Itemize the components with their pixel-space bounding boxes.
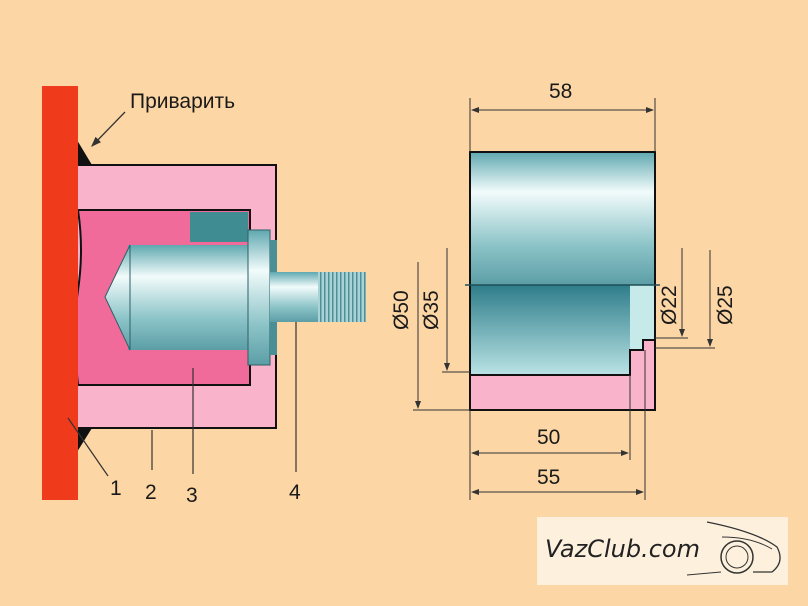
dim-58: 58 (549, 80, 572, 103)
bushing-bore-view (470, 285, 655, 375)
dim-50: 50 (537, 426, 560, 449)
weld-top (77, 140, 92, 165)
weld-bottom (77, 428, 92, 452)
pin-thread (318, 272, 366, 322)
part-label-1: 1 (110, 477, 122, 500)
dim-55: 55 (537, 466, 560, 489)
weld-label: Приварить (130, 90, 235, 113)
bushing-recess (190, 212, 248, 242)
dim-dia-35: Ø35 (420, 290, 443, 330)
logo-text: VazClub.com (545, 535, 700, 563)
part-label-4: 4 (289, 481, 301, 504)
bushing-outer-view (470, 152, 655, 285)
car-logo-icon (686, 521, 781, 576)
pin-shank (270, 272, 318, 322)
dim-dia-25: Ø25 (714, 285, 737, 325)
pin-body (128, 245, 248, 350)
assembly-section: Приварить 1 2 3 4 (42, 86, 366, 507)
bushing-drawing: 58 50 55 Ø50 Ø35 Ø22 Ø25 (390, 80, 737, 500)
part-label-3: 3 (186, 484, 198, 507)
part-label-2: 2 (145, 481, 157, 504)
pin-cone (104, 244, 131, 351)
pin-flange (247, 229, 271, 366)
dim-dia-22: Ø22 (658, 285, 681, 325)
dim-dia-50: Ø50 (390, 290, 413, 330)
red-plate (42, 86, 78, 500)
watermark-logo: VazClub.com (537, 517, 788, 585)
